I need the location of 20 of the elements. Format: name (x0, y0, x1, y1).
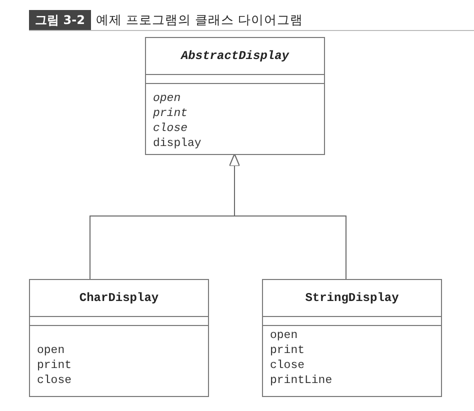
figure-title: 예제 프로그램의 클래스 다이어그램 (96, 11, 303, 29)
method-name: display (153, 136, 202, 151)
method-name: close (270, 358, 305, 373)
method-name: print (153, 106, 188, 121)
class-name: AbstractDisplay (180, 48, 290, 65)
class-name: StringDisplay (304, 290, 400, 307)
method-name: open (37, 343, 65, 358)
class-box (262, 279, 442, 397)
class-name: CharDisplay (78, 290, 160, 307)
method-name: open (153, 91, 181, 106)
method-name: print (37, 358, 72, 373)
method-name: print (270, 343, 305, 358)
method-name: close (153, 121, 188, 136)
inheritance-arrow (229, 154, 346, 280)
method-name: close (37, 373, 72, 388)
method-name: open (270, 328, 298, 343)
figure-number: 그림 3-2 (29, 10, 91, 30)
class-box (29, 279, 209, 397)
method-name: printLine (270, 373, 332, 388)
class-box (145, 37, 325, 155)
